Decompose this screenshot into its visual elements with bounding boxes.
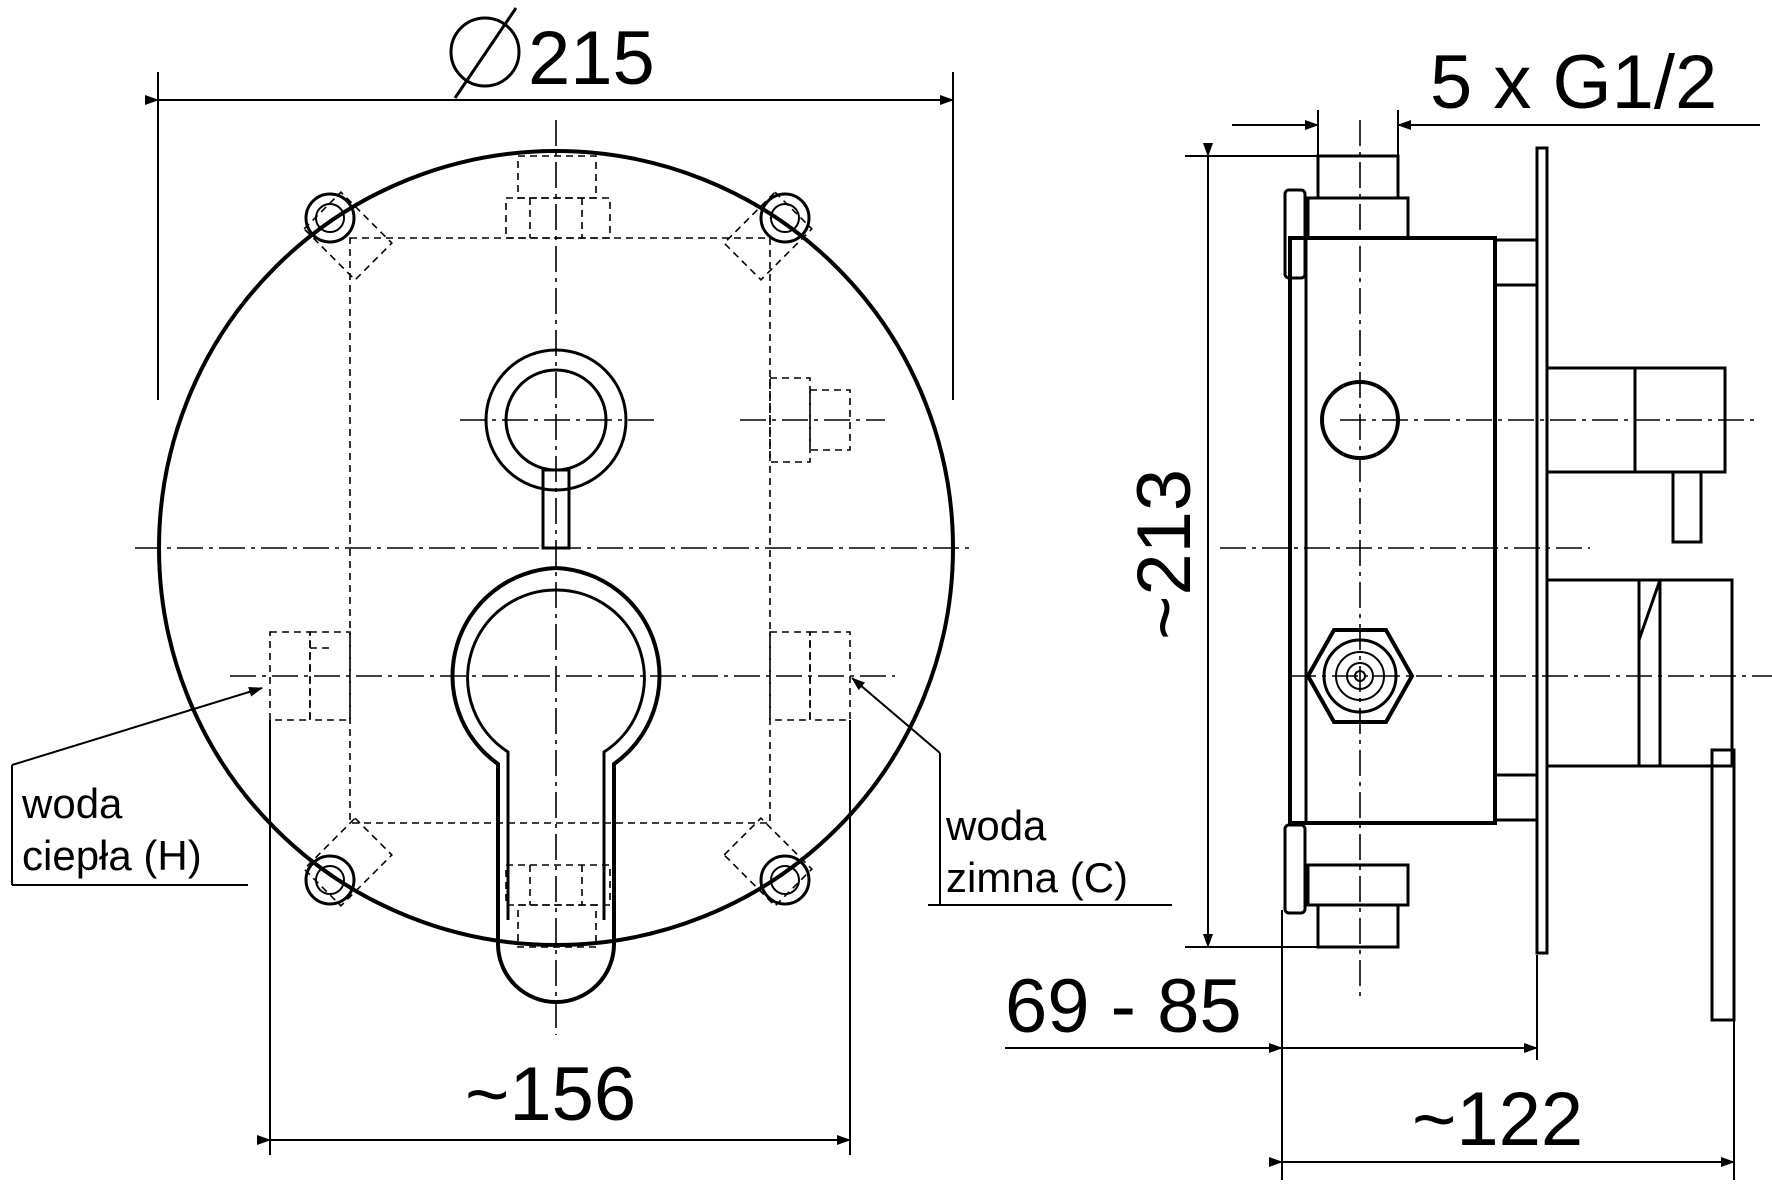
dimension-height: ~213 [1122,143,1318,948]
bottom-outlet-hidden [505,864,611,948]
cold-water-label-line2: zimna (C) [946,854,1128,901]
hot-inlet-hidden [269,631,351,721]
bottom-fitting-side [1283,823,1410,949]
dimension-diameter-value: 215 [528,16,655,101]
cold-inlet-hidden [769,631,851,721]
front-plate [1535,146,1549,955]
dimension-mounting-depth: 69 - 85 [1005,910,1538,1070]
top-fitting-side [1283,154,1410,280]
cold-water-callout: woda zimna (C) [851,677,1172,906]
hot-water-label-line1: woda [21,780,123,827]
dimension-inlet-width: ~156 [257,720,851,1155]
dimension-total-depth: ~122 [1269,1020,1735,1180]
hex-fitting [1305,628,1415,724]
mounting-lug-bottom-left [303,817,393,907]
mixer-lever-side [1545,578,1736,1022]
dimension-connections-value: 5 x G1/2 [1430,40,1717,125]
dimension-inlet-width-value: ~156 [465,1052,636,1137]
mounting-lug-bottom-right [723,817,813,907]
dimension-connections: 5 x G1/2 [1232,40,1760,156]
diverter-knob [484,348,628,550]
hot-water-label-line2: ciepła (H) [22,832,202,879]
front-view: 215 ~156 woda ciepła (H) woda zimna (C) [11,7,1172,1155]
side-outlet [1320,380,1400,460]
dimension-mounting-depth-value: 69 - 85 [1005,964,1242,1049]
diverter-knob-side [1545,366,1727,544]
dimension-diameter: 215 [145,7,954,400]
side-view: ~213 5 x G1/2 69 - 85 ~122 [1005,40,1772,1180]
hot-water-callout: woda ciepła (H) [11,687,263,886]
rosette-plate [157,149,955,947]
cold-water-label-line1: woda [945,802,1047,849]
mounting-lug-top-right [723,191,813,281]
valve-body [1288,236,1497,825]
mounting-lug-top-left [303,191,393,281]
top-outlet-hidden [505,155,611,239]
dimension-height-value: ~213 [1122,469,1207,640]
dimension-total-depth-value: ~122 [1412,1077,1583,1162]
mixer-lever [450,565,662,1004]
right-outlet-hidden [769,377,851,463]
